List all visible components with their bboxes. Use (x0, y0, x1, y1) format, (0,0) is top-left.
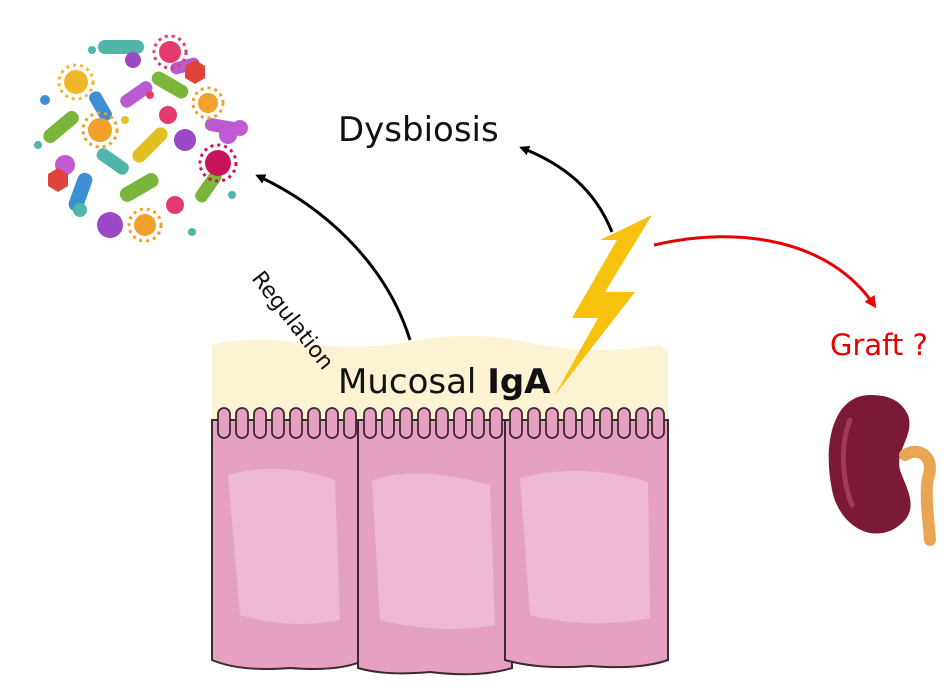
dysbiosis-label: Dysbiosis (338, 110, 499, 150)
kidney-icon (828, 395, 936, 546)
microbiota-cluster-icon (32, 34, 248, 247)
iga-bold: IgA (487, 362, 551, 402)
mucosal-iga-label: Mucosal IgA (338, 362, 551, 402)
epithelium-icon (211, 336, 669, 676)
regulation-arrow (255, 174, 412, 341)
graft-arrow (653, 235, 877, 309)
dysbiosis-arrow (519, 145, 614, 233)
lightning-bolt-icon (555, 215, 652, 395)
graft-label: Graft ? (830, 328, 928, 362)
mucosal-prefix: Mucosal (338, 362, 477, 402)
